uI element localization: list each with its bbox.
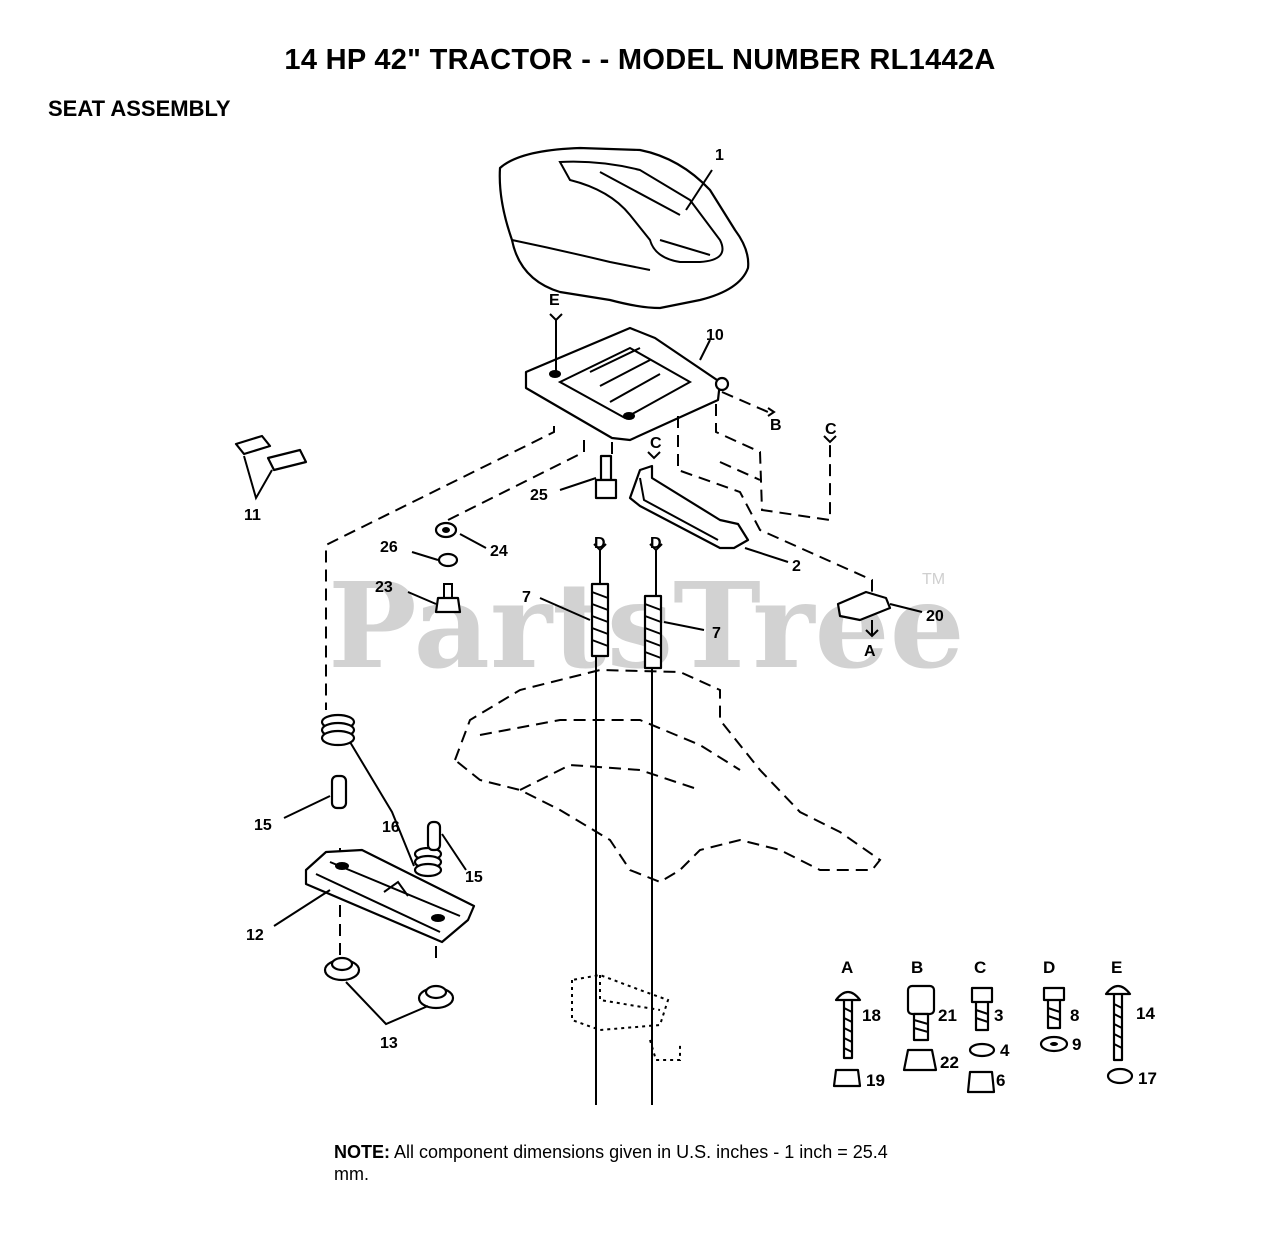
assembly-guide-lines [325,391,873,965]
section-title: SEAT ASSEMBLY [48,96,231,121]
callout-7a: 7 [522,589,531,606]
flange-nut-right [417,984,455,1010]
key-part-14: 14 [1136,1004,1155,1023]
nut-c [966,1070,996,1094]
carriage-bolt-e [1104,984,1132,1062]
washer-c [968,1042,996,1058]
compression-spring-left [320,713,356,747]
ref-c-left: C [650,435,662,452]
key-part-3: 3 [994,1006,1003,1025]
decal-tags [234,434,308,501]
ref-b: B [770,417,782,434]
seat-base-plate [304,848,476,944]
pivot-pin-right [426,820,442,852]
pivot-pin-left [330,774,348,810]
callout-7b: 7 [712,625,721,642]
carriage-bolt-a [834,990,862,1060]
callout-11: 11 [244,507,261,524]
key-part-8: 8 [1070,1006,1079,1025]
nut-e [1106,1067,1134,1085]
callout-leader-20 [889,603,923,613]
seat-cushion [498,146,750,310]
key-letter-c: C [974,958,986,977]
ref-arrow-b [767,407,776,417]
key-part-18: 18 [862,1006,881,1025]
callout-leader-12 [273,889,331,927]
callout-16: 16 [382,819,400,836]
callout-23: 23 [375,579,393,596]
callout-leader-10 [699,339,711,361]
callout-leader-7b [663,621,705,631]
key-part-17: 17 [1138,1069,1157,1088]
fastener-stack [434,521,462,614]
tractor-frame-outline [453,668,882,884]
ref-d-right: D [650,535,662,552]
callout-leader-2 [744,547,789,563]
hardware-key: A 18 19 B 21 22 C 3 4 6 D 8 9 E 14 [832,958,1157,1094]
page-title: 14 HP 42" TRACTOR - - MODEL NUMBER RL144… [284,44,996,76]
bolt-d [1042,986,1066,1030]
shoulder-bolt-b [906,984,936,1016]
note-label: NOTE: [334,1142,390,1162]
ref-a: A [864,643,876,660]
callout-leader-1 [685,169,713,211]
callout-leader-7a [539,597,591,621]
support-rods [595,650,653,1105]
flange-nut-left [323,956,361,982]
seat-mount-bracket [571,973,681,1061]
key-part-22: 22 [940,1053,959,1072]
callout-13: 13 [380,1035,398,1052]
callout-leader-15b [441,833,467,871]
nut-a [832,1068,862,1088]
callout-25: 25 [530,487,548,504]
nut-b [902,1048,938,1072]
callout-leader-13 [345,981,429,1026]
callout-10: 10 [706,327,724,344]
seat-latch-bracket [628,464,750,550]
seat-pan [524,326,730,442]
key-part-21: 21 [938,1006,957,1025]
callout-26: 26 [380,539,398,556]
ref-d-left: D [594,535,606,552]
shoulder-stud [594,454,618,500]
callout-leader-15a [283,795,331,819]
callout-1: 1 [715,147,724,164]
watermark-trademark: TM [922,571,945,588]
ref-c-right: C [825,421,837,438]
compression-spring-right [413,846,443,878]
key-letter-d: D [1043,958,1055,977]
callout-12: 12 [246,927,264,944]
ref-arrow-e [549,313,563,374]
callout-24: 24 [490,543,508,560]
key-letter-b: B [911,958,923,977]
ref-e: E [549,292,560,309]
callout-leader-24 [459,533,487,549]
ref-arrow-a [865,620,879,638]
ref-arrow-c-left [647,451,661,460]
callout-leader-23 [407,591,437,605]
callout-2: 2 [792,558,801,575]
spring-adjuster-left [590,543,610,658]
spring-adjuster-right [643,543,663,670]
callout-15a: 15 [254,817,272,834]
callout-20: 20 [926,608,944,625]
key-part-6: 6 [996,1071,1005,1090]
key-letter-e: E [1111,958,1122,977]
key-part-4: 4 [1000,1041,1010,1060]
seat-clip [836,590,892,622]
callout-15b: 15 [465,869,483,886]
callout-leader-25 [559,477,597,491]
note-text: All component dimensions given in U.S. i… [334,1142,888,1184]
hex-bolt-c [970,986,994,1032]
key-part-9: 9 [1072,1035,1081,1054]
key-letter-a: A [841,958,853,977]
callout-leader-16 [349,741,415,867]
key-part-19: 19 [866,1071,885,1090]
ref-arrow-c-right [823,435,837,444]
callout-leader-26 [411,551,439,561]
dimension-note: NOTE: All component dimensions given in … [334,1141,914,1185]
